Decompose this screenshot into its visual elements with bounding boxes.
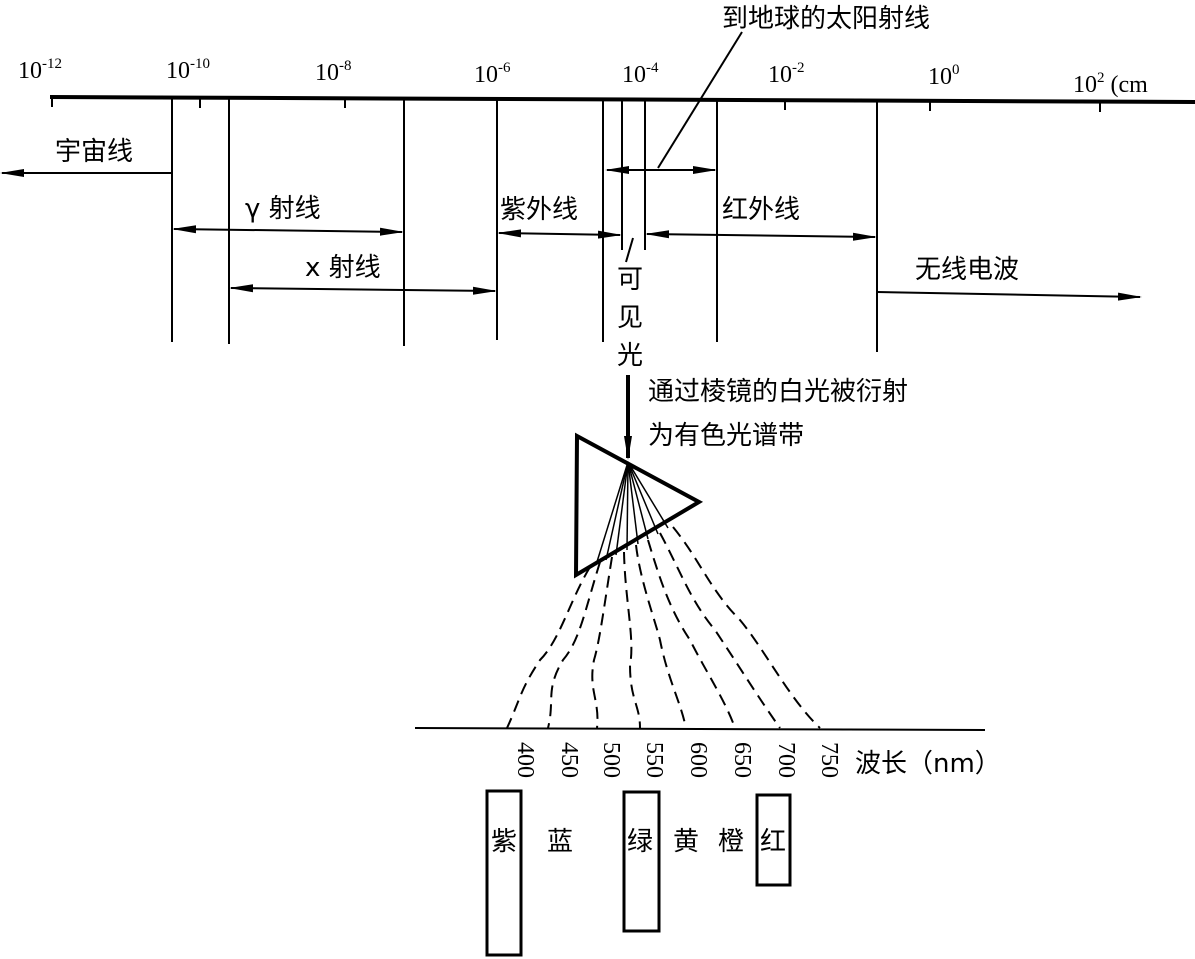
scale-label-1e0: 100 (928, 62, 960, 90)
visible-light-label-2: 见 (617, 303, 643, 333)
color-yellow: 黄 (673, 827, 699, 857)
tick-600: 600 (685, 742, 711, 778)
radio-wave-arrow (876, 291, 1142, 301)
scale-label-1e-8: 10-8 (315, 58, 352, 86)
gamma-ray-arrow (172, 225, 404, 236)
scale-label-1e-12: 10-12 (18, 56, 62, 84)
ultraviolet-label: 紫外线 (500, 195, 578, 225)
color-red: 红 (760, 827, 786, 857)
gamma-ray-label: γ 射线 (245, 194, 321, 224)
scale-label-1e2: 102(cm (1073, 70, 1148, 98)
wavelength-scale-cm: 10-12 10-10 10-8 10-6 10-4 10-2 100 102(… (18, 56, 1195, 112)
scale-label-1e-6: 10-6 (474, 60, 511, 88)
tick-500: 500 (598, 742, 624, 778)
red-box (755, 793, 792, 887)
band-boundaries (171, 98, 878, 352)
cosmic-ray-label: 宇宙线 (55, 137, 133, 167)
visible-light-label-1: 可 (617, 265, 643, 295)
visible-light-leader (625, 237, 634, 263)
wavelength-tick-labels: 400 450 500 550 600 650 700 750 (512, 742, 842, 778)
visible-light-label-3: 光 (617, 341, 643, 371)
color-violet: 紫 (491, 827, 517, 857)
tick-550: 550 (641, 742, 667, 778)
prism-caption-line1: 通过棱镜的白光被衍射 (648, 377, 908, 407)
color-orange: 橙 (718, 827, 744, 857)
radio-wave-label: 无线电波 (915, 255, 1019, 285)
refracted-rays (595, 461, 669, 566)
scale-axis-line (49, 95, 1195, 104)
tick-400: 400 (512, 742, 538, 778)
scale-label-1e-2: 10-2 (768, 60, 805, 88)
dispersed-spectrum-dashed-lines (506, 526, 821, 729)
scale-label-1e-4: 10-4 (622, 60, 659, 88)
tick-750: 750 (816, 742, 842, 778)
ultraviolet-arrow (497, 229, 622, 239)
scale-tick-marks (51, 97, 1101, 112)
color-green: 绿 (627, 827, 653, 857)
tick-700: 700 (773, 742, 799, 778)
infrared-arrow (645, 230, 877, 241)
x-ray-arrow (229, 284, 497, 295)
wavelength-axis-line (414, 727, 986, 731)
solar-radiation-leader (657, 31, 743, 169)
violet-box (485, 789, 523, 957)
green-box (622, 790, 661, 933)
wavelength-axis-label: 波长（nm） (855, 749, 1001, 779)
infrared-label: 红外线 (722, 195, 800, 225)
tick-450: 450 (556, 742, 582, 778)
color-blue: 蓝 (547, 827, 573, 857)
tick-650: 650 (729, 742, 755, 778)
prism-caption-line2: 为有色光谱带 (648, 421, 804, 451)
color-labels: 紫 蓝 绿 黄 橙 红 (491, 827, 786, 857)
x-ray-label: x 射线 (305, 253, 381, 283)
scale-label-1e-10: 10-10 (166, 56, 210, 84)
solar-radiation-label: 到地球的太阳射线 (722, 4, 930, 34)
